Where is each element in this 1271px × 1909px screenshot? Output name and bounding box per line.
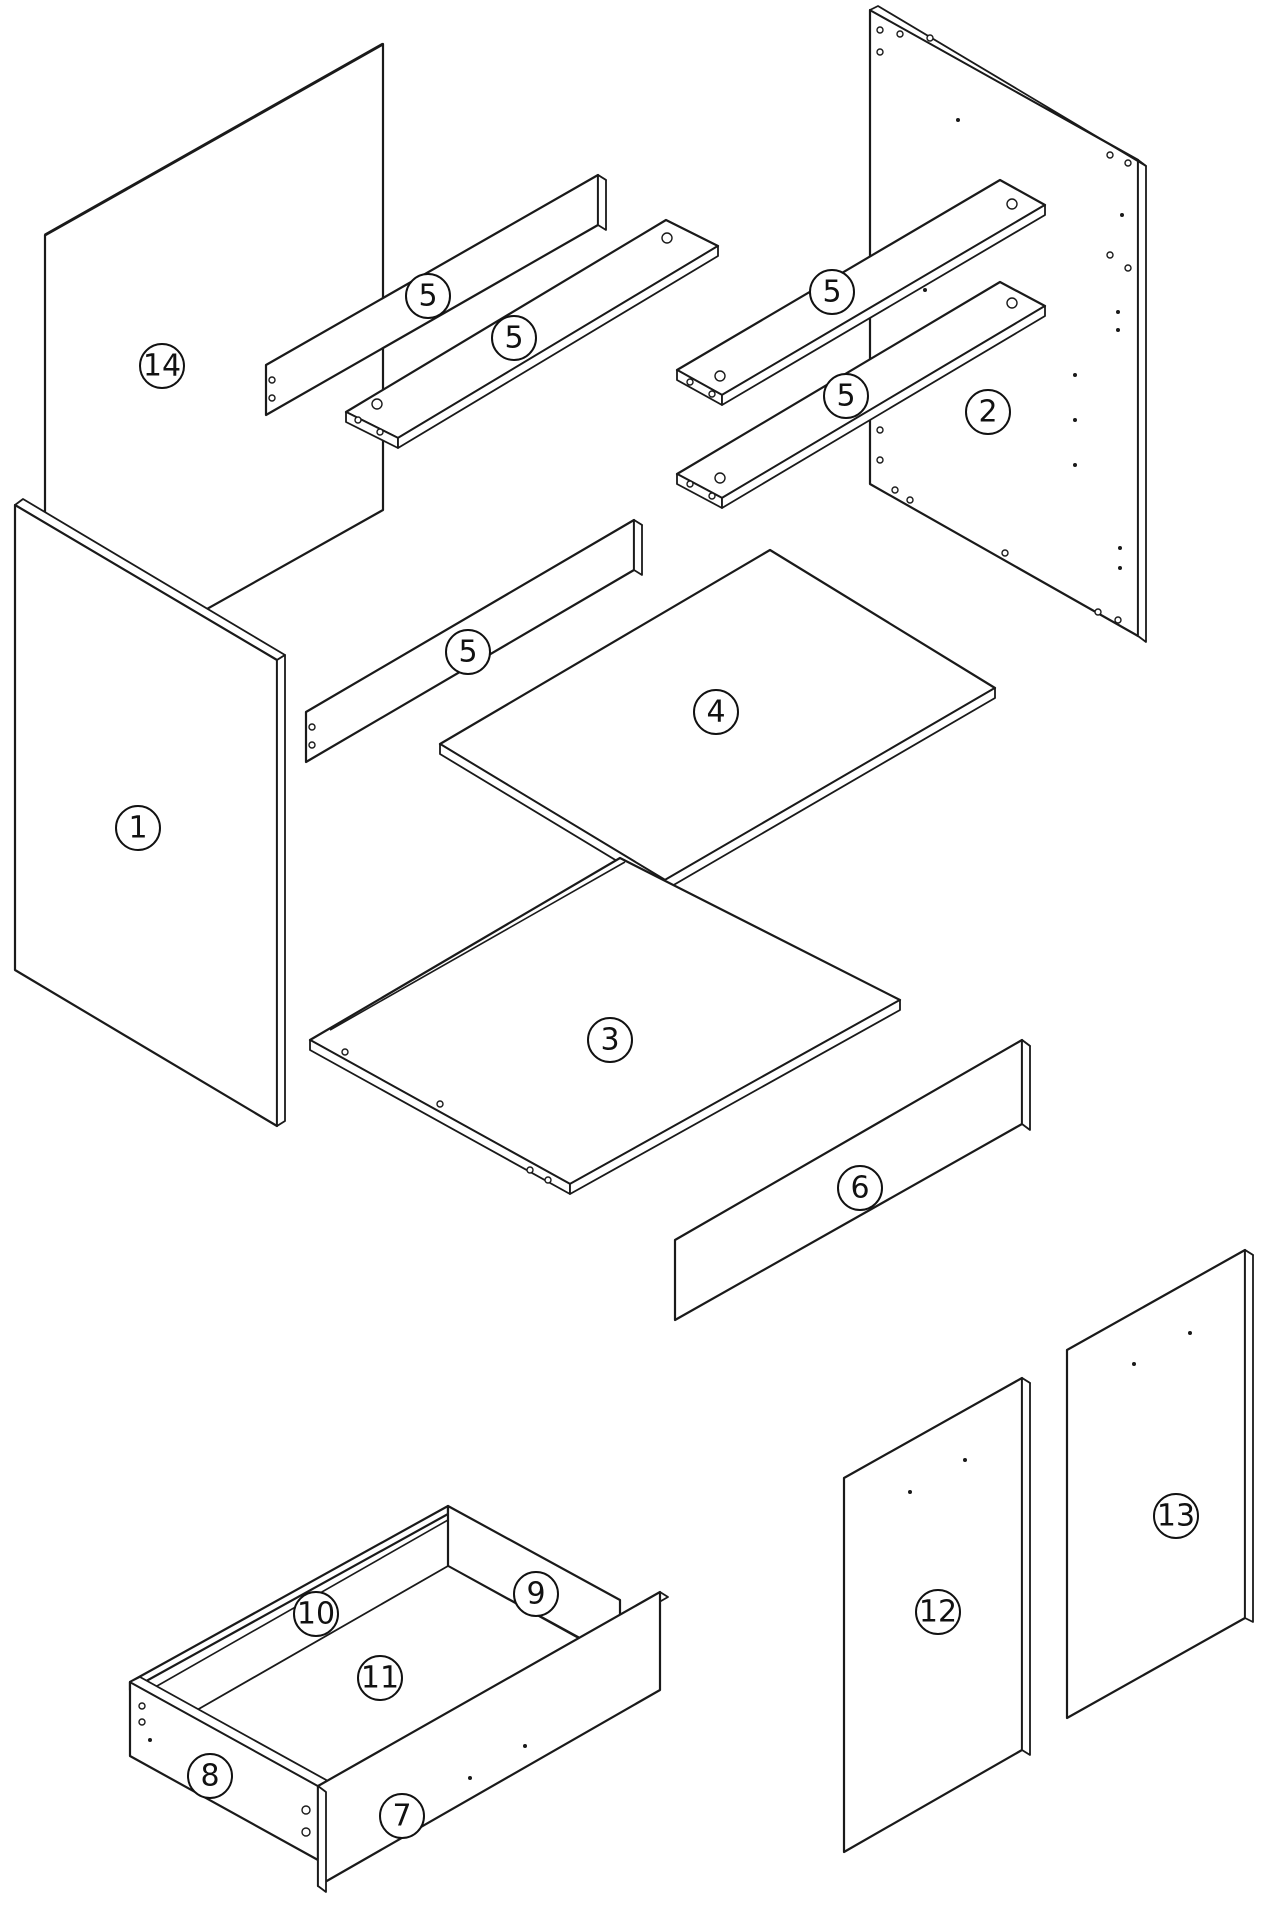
label-12: 12 [915, 1589, 961, 1635]
svg-text:8: 8 [200, 1759, 219, 1794]
label-10: 10 [293, 1591, 339, 1637]
label-1: 1 [115, 805, 161, 851]
label-5a: 5 [405, 273, 451, 319]
svg-text:3: 3 [600, 1023, 619, 1058]
part-2-drill-holes [876, 26, 1132, 624]
svg-text:5: 5 [836, 379, 855, 414]
svg-text:12: 12 [919, 1595, 957, 1630]
label-2: 2 [965, 389, 1011, 435]
label-11: 11 [357, 1655, 403, 1701]
svg-text:10: 10 [297, 1597, 335, 1632]
svg-text:5: 5 [822, 275, 841, 310]
label-5b: 5 [491, 315, 537, 361]
svg-text:5: 5 [418, 279, 437, 314]
svg-text:5: 5 [504, 321, 523, 356]
label-4: 4 [693, 689, 739, 735]
svg-text:4: 4 [706, 695, 725, 730]
label-5d: 5 [823, 373, 869, 419]
label-9: 9 [513, 1571, 559, 1617]
svg-text:14: 14 [143, 349, 181, 384]
part-5-rail-c [675, 178, 1047, 406]
svg-text:5: 5 [458, 635, 477, 670]
label-13: 13 [1153, 1493, 1199, 1539]
label-5e: 5 [445, 629, 491, 675]
svg-text:7: 7 [392, 1799, 411, 1834]
svg-text:6: 6 [850, 1171, 869, 1206]
label-3: 3 [587, 1017, 633, 1063]
svg-text:11: 11 [361, 1661, 399, 1696]
svg-text:1: 1 [128, 811, 147, 846]
label-7: 7 [379, 1793, 425, 1839]
label-8: 8 [187, 1753, 233, 1799]
label-14: 14 [139, 343, 185, 389]
svg-text:9: 9 [526, 1577, 545, 1612]
label-6: 6 [837, 1165, 883, 1211]
svg-text:2: 2 [978, 395, 997, 430]
label-5c: 5 [809, 269, 855, 315]
part-13-door-panel [1065, 1248, 1254, 1720]
svg-text:13: 13 [1157, 1499, 1195, 1534]
part-labels: 14 5 5 5 5 2 1 5 4 3 6 13 12 10 9 11 8 7 [115, 269, 1199, 1839]
